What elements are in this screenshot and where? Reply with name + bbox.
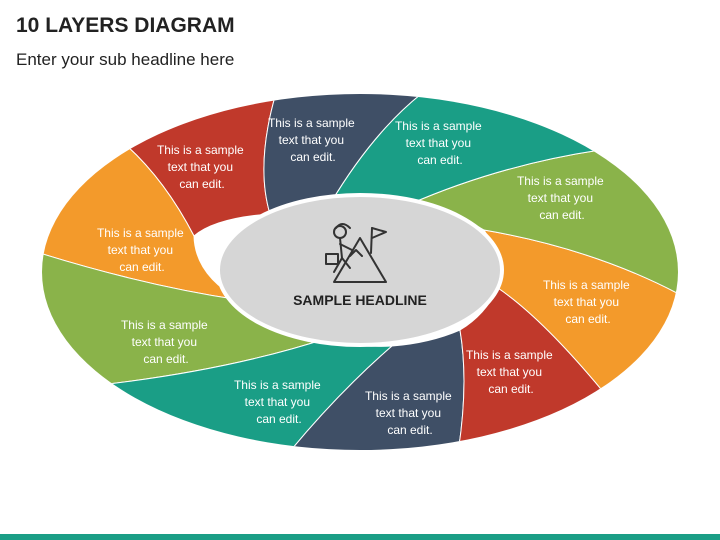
- page-subtitle: Enter your sub headline here: [16, 50, 235, 69]
- center-headline: SAMPLE HEADLINE: [293, 292, 427, 308]
- segment-text-teal-top: This is a sample text that you can edit.: [395, 119, 485, 167]
- segment-text-green-right: This is a sample text that you can edit.: [517, 174, 607, 222]
- page-title: 10 LAYERS DIAGRAM: [16, 14, 235, 37]
- center-ellipse: [216, 193, 504, 347]
- segment-text-teal-lower: This is a sample text that you can edit.: [234, 378, 324, 426]
- segment-text-slate-top: This is a sample text that you can edit.: [268, 116, 358, 164]
- segment-text-orange-left: This is a sample text that you can edit.: [97, 226, 187, 274]
- segment-text-red-upper: This is a sample text that you can edit.: [157, 143, 247, 191]
- segment-text-green-left: This is a sample text that you can edit.: [121, 318, 211, 366]
- bottom-accent-bar: [0, 534, 720, 540]
- segment-text-orange-right: This is a sample text that you can edit.: [543, 278, 633, 326]
- segment-text-slate-bottom: This is a sample text that you can edit.: [365, 389, 455, 437]
- climber-flag-mountain-icon: [325, 223, 387, 283]
- segment-text-red-lower: This is a sample text that you can edit.: [466, 348, 556, 396]
